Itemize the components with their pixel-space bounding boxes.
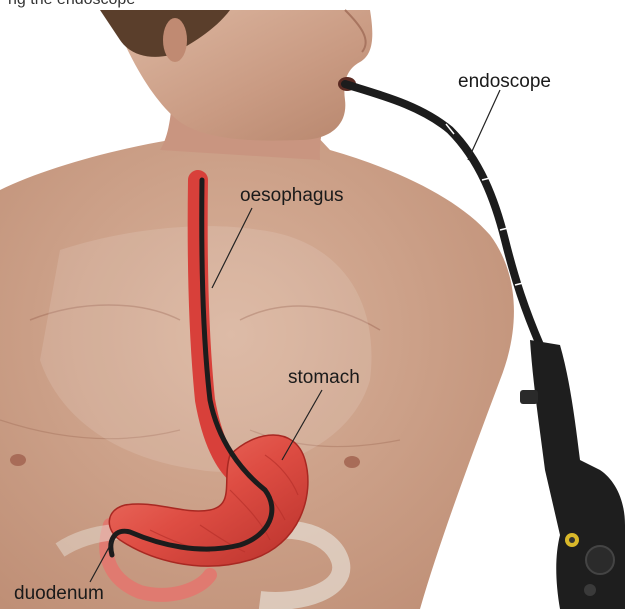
label-oesophagus: oesophagus [240, 186, 344, 205]
label-endoscope: endoscope [458, 72, 551, 91]
label-stomach: stomach [288, 368, 360, 387]
top-caption: ng the endoscope [8, 0, 135, 8]
label-duodenum: duodenum [14, 584, 104, 603]
